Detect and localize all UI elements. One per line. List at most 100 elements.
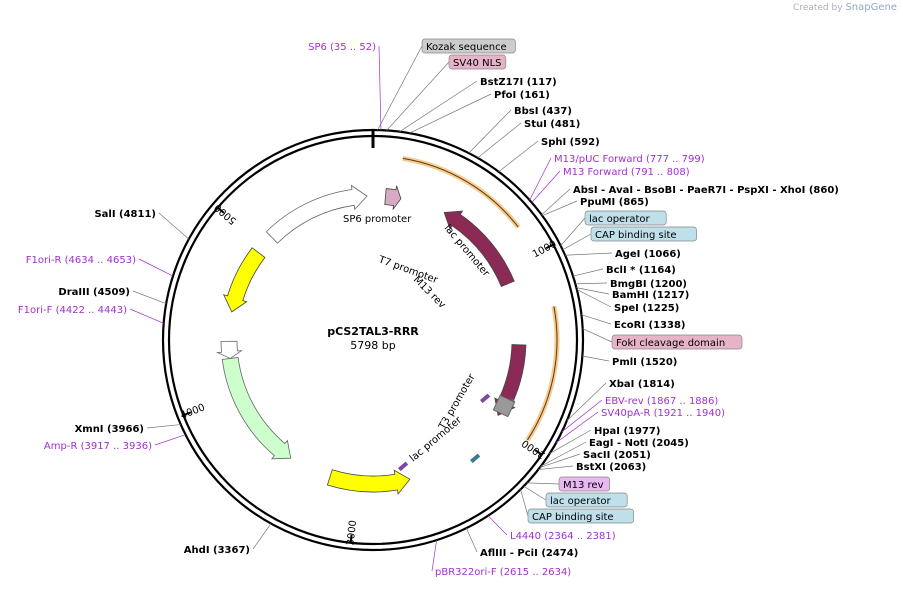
small-marks [397,155,560,472]
leader-8 [531,170,561,203]
leader-22 [561,399,603,433]
leader-15 [575,282,608,285]
site-label-ahdi-34: AhdI (3367) [184,545,250,556]
site-box-lac-operator-29 [545,492,628,508]
feature-arrow-ori [326,469,411,495]
site-label-pmli-20: PmlI (1520) [612,357,677,368]
leader-18 [581,314,612,325]
leader-27 [538,465,574,470]
site-label-cap-binding-site-30: CAP binding site [532,512,614,523]
site-label-eagi-noti-25: EagI - NotI (2045) [589,438,689,449]
small-feature-mark-1 [470,453,481,464]
site-label-ecori-18: EcoRI (1338) [614,320,686,331]
site-label-lac-operator-29: lac operator [550,496,611,507]
t7-promoter-label: T7 promoter [376,254,440,286]
orange-highlight-core-1 [527,306,558,441]
small-feature-mark-0 [397,461,409,472]
leader-41 [378,45,382,131]
lac-promoter-bottom-label: lac promoter [408,414,465,464]
feature-arrow-f1-ori [222,247,266,313]
site-label-ppumi-10: PpuMI (865) [580,197,649,208]
plasmid-length: 5798 bp [350,339,395,352]
site-label-bmgbi-15: BmgBI (1200) [610,279,687,290]
tick-1000 [545,243,554,250]
site-label-absi-avai-bsobi-paer7i-pspxi-xhoi-9: AbsI - AvaI - BsoBI - PaeR7I - PspXI - X… [573,185,839,196]
site-label-m13-puc-forward-7: M13/pUC Forward (777 .. 799) [554,154,705,165]
credit: Created by SnapGene [793,2,897,13]
tick-5000 [217,206,225,214]
site-label-xbai-21: XbaI (1814) [609,379,675,390]
leader-9 [541,188,571,216]
site-label-pfoi-3: PfoI (161) [494,90,550,101]
feature-arrow-ampr [221,356,292,460]
site-label-sphi-6: SphI (592) [541,137,600,148]
site-label-amp-r-35: Amp-R (3917 .. 3936) [44,441,152,452]
tick-label-5000: 5000 [212,201,239,226]
small-feature-mark-2 [479,393,491,404]
tick-label-2000: 2000 [520,437,547,460]
leader-24 [549,429,592,454]
tick-label-3000: 3000 [345,520,359,547]
orange-highlight-arc-1 [525,305,560,442]
site-label-bamhi-16: BamHI (1217) [612,290,689,301]
leader-16 [576,287,610,295]
leader-39 [138,258,174,277]
leader-25 [540,441,587,467]
plasmid-name: pCS2TAL3-RRR [327,325,419,338]
site-label-sp6-41: SP6 (35 .. 52) [308,42,376,53]
leader-35 [154,434,186,446]
site-box-kozak-sequence-0 [421,38,516,54]
leader-34 [252,523,272,550]
site-label-bbsi-4: BbsI (437) [514,106,572,117]
site-label-sv40pa-r-23: SV40pA-R (1921 .. 1940) [601,408,725,419]
site-label-bcli-14: BclI * (1164) [606,265,676,276]
site-label-ebv-rev-22: EBV-rev (1867 .. 1886) [605,396,718,407]
feature-arrow-ampr-promoter [215,340,243,359]
tick-2000 [534,449,543,456]
leader-30 [520,489,529,517]
leader-23 [555,411,599,443]
leader-12 [562,233,592,251]
site-label-l4440-31: L4440 (2364 .. 2381) [510,531,616,542]
site-label-kozak-sequence-0: Kozak sequence [426,42,507,53]
site-box-cap-binding-site-12 [590,226,697,242]
leader-lines [129,45,613,572]
leader-0 [377,45,423,131]
site-box-sv40-nls-1 [448,54,507,70]
tick-label-4000: 4000 [179,402,207,422]
leader-21 [566,382,607,422]
site-label-stui-5: StuI (481) [524,119,580,130]
leader-7 [529,157,552,201]
leader-17 [576,289,612,308]
leader-11 [560,217,586,246]
feature-arrow-lacz [443,210,515,288]
sp6-promoter-label: SP6 promoter [343,214,412,225]
leader-33 [431,540,437,572]
site-label-spei-17: SpeI (1225) [614,303,679,314]
site-box-m13-rev-28 [558,476,611,492]
site-box-cap-binding-site-30 [527,508,634,524]
leader-37 [129,308,164,324]
site-label-m13-rev-28: M13 rev [563,480,604,491]
feature-arrow-3xha [384,185,402,210]
site-label-sv40-nls-1: SV40 NLS [453,58,502,69]
tick-4000 [183,411,192,417]
site-label-draiii-38: DraIII (4509) [58,287,130,298]
site-box-foki-cleavage-domain-19 [611,334,743,350]
feature-arrows [215,184,527,495]
site-label-agei-13: AgeI (1066) [615,249,681,260]
credit-prefix: Created by [793,3,843,13]
snapgene-brand: SnapGene [845,2,897,13]
tick-3000 [349,534,353,543]
leader-10 [542,200,578,217]
leader-19 [582,328,613,343]
leader-2 [399,80,478,132]
site-label-cap-binding-site-12: CAP binding site [595,230,677,241]
site-label-xmni-36: XmnI (3966) [75,424,144,435]
site-label-afliii-pcii-32: AflIII - PciI (2474) [480,548,578,559]
site-label-sacii-26: SacII (2051) [583,450,651,461]
site-label-m13-forward-8: M13 Forward (791 .. 808) [563,167,690,178]
